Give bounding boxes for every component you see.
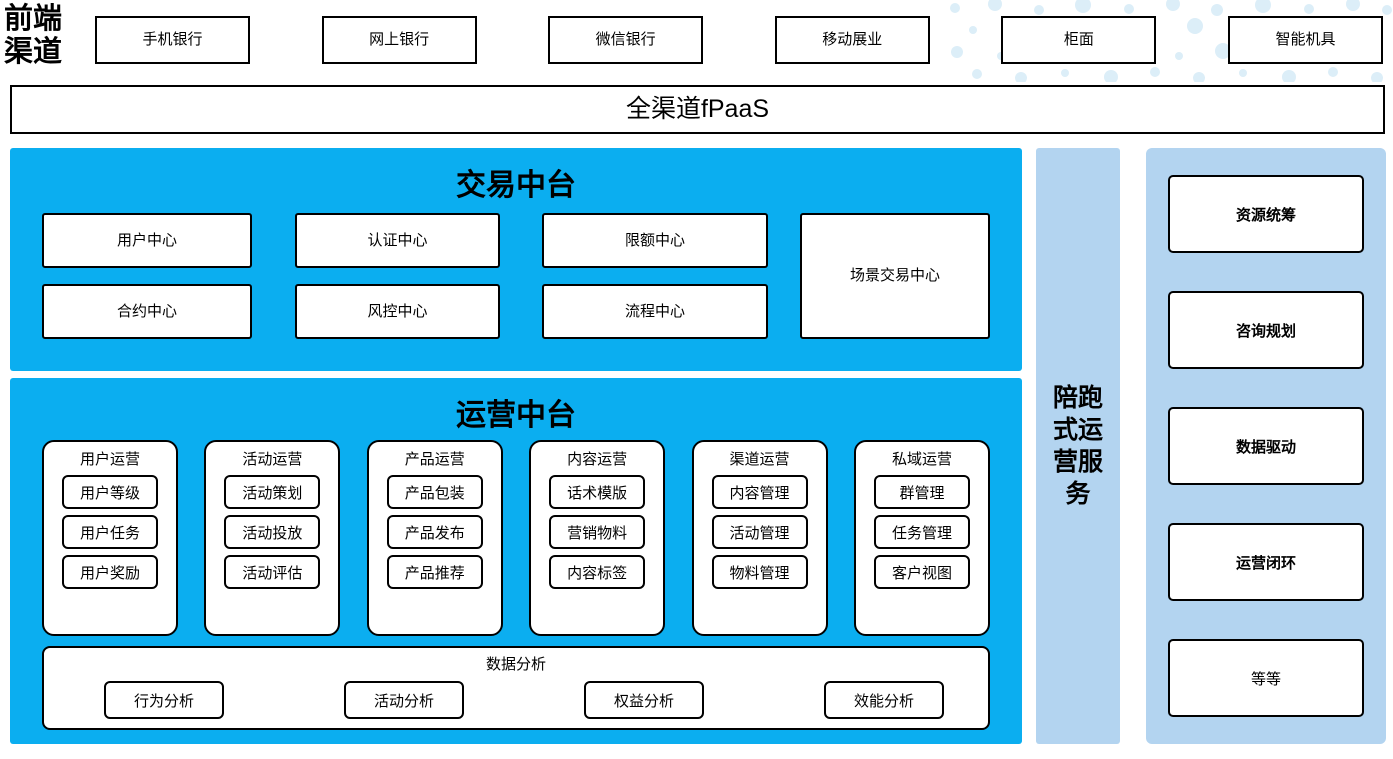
operation-column: 用户运营用户等级用户任务用户奖励 [42, 440, 178, 636]
omnichannel-fpaas-bar[interactable]: 全渠道fPaaS [10, 85, 1385, 134]
operation-column: 产品运营产品包装产品发布产品推荐 [366, 440, 503, 636]
channel-box[interactable]: 网上银行 [321, 16, 477, 64]
capability-card[interactable]: 数据驱动 [1168, 407, 1364, 485]
channel-box[interactable]: 移动展业 [774, 16, 930, 64]
data-analysis-title: 数据分析 [485, 656, 546, 673]
operation-item[interactable]: 内容管理 [711, 475, 808, 509]
channel-box[interactable]: 柜面 [1001, 16, 1157, 64]
transaction-center-box[interactable]: 流程中心 [542, 284, 768, 339]
operation-item[interactable]: 活动投放 [224, 515, 321, 549]
operation-item[interactable]: 话术模版 [549, 475, 646, 509]
operation-item[interactable]: 产品推荐 [386, 555, 483, 589]
capability-card[interactable]: 资源统筹 [1168, 175, 1364, 253]
operation-platform-title: 运营中台 [456, 399, 576, 432]
transaction-platform-panel: 交易中台 用户中心认证中心限额中心合约中心风控中心流程中心场景交易中心 [10, 148, 1022, 371]
operation-column-title: 内容运营 [567, 451, 628, 468]
operation-item[interactable]: 用户任务 [62, 515, 158, 549]
operation-column: 私域运营群管理任务管理客户视图 [853, 440, 990, 636]
transaction-center-box[interactable]: 风控中心 [295, 284, 500, 339]
operation-item[interactable]: 活动管理 [711, 515, 808, 549]
front-channel-label-line-2: 渠道 [4, 36, 63, 68]
transaction-center-box[interactable]: 合约中心 [42, 284, 252, 339]
operation-column: 渠道运营内容管理活动管理物料管理 [691, 440, 828, 636]
operation-column-title: 渠道运营 [729, 451, 790, 468]
data-analysis-item[interactable]: 效能分析 [824, 681, 944, 719]
operation-item[interactable]: 活动评估 [224, 555, 321, 589]
operation-item[interactable]: 客户视图 [873, 555, 970, 589]
data-analysis-strip: 数据分析 行为分析 活动分析 权益分析 效能分析 [42, 646, 990, 730]
operation-item[interactable]: 活动策划 [224, 475, 321, 509]
transaction-center-box[interactable]: 用户中心 [42, 213, 252, 268]
transaction-center-box[interactable]: 限额中心 [542, 213, 768, 268]
capability-column: 资源统筹咨询规划数据驱动运营闭环等等 [1146, 148, 1386, 744]
capability-card[interactable]: 咨询规划 [1168, 291, 1364, 369]
operation-column-title: 活动运营 [242, 451, 303, 468]
transaction-platform-title: 交易中台 [456, 169, 576, 202]
capability-card[interactable]: 运营闭环 [1168, 523, 1364, 601]
front-channel-label: 前端 渠道 [4, 2, 82, 70]
operation-column: 内容运营话术模版营销物料内容标签 [529, 440, 666, 636]
transaction-center-box[interactable]: 场景交易中心 [800, 213, 990, 339]
capability-card[interactable]: 等等 [1168, 639, 1364, 717]
front-channel-row: 手机银行 网上银行 微信银行 移动展业 柜面 智能机具 [95, 16, 1383, 64]
operation-column-group: 用户运营用户等级用户任务用户奖励活动运营活动策划活动投放活动评估产品运营产品包装… [42, 440, 990, 636]
operation-item[interactable]: 物料管理 [711, 555, 808, 589]
operation-column-title: 产品运营 [404, 451, 465, 468]
operation-item[interactable]: 任务管理 [873, 515, 970, 549]
data-analysis-item-group: 行为分析 活动分析 权益分析 效能分析 [104, 681, 944, 719]
operation-column-title: 私域运营 [891, 451, 952, 468]
data-analysis-item[interactable]: 行为分析 [104, 681, 224, 719]
operation-item[interactable]: 产品发布 [386, 515, 483, 549]
data-analysis-item[interactable]: 权益分析 [584, 681, 704, 719]
channel-box[interactable]: 手机银行 [95, 16, 250, 64]
operation-item[interactable]: 产品包装 [386, 475, 483, 509]
data-analysis-item[interactable]: 活动分析 [344, 681, 464, 719]
accompanying-operation-service-column: 陪跑式运营服务 [1036, 148, 1120, 744]
operation-item[interactable]: 营销物料 [549, 515, 646, 549]
operation-item[interactable]: 用户等级 [62, 475, 158, 509]
operation-platform-panel: 运营中台 用户运营用户等级用户任务用户奖励活动运营活动策划活动投放活动评估产品运… [10, 378, 1022, 744]
operation-column-title: 用户运营 [79, 451, 140, 468]
accompanying-operation-service-label: 陪跑式运营服务 [1052, 384, 1103, 508]
channel-box[interactable]: 微信银行 [548, 16, 704, 64]
front-channel-label-line-1: 前端 [4, 3, 63, 35]
operation-item[interactable]: 内容标签 [549, 555, 646, 589]
operation-item[interactable]: 群管理 [873, 475, 970, 509]
transaction-center-box[interactable]: 认证中心 [295, 213, 500, 268]
operation-column: 活动运营活动策划活动投放活动评估 [204, 440, 341, 636]
channel-box[interactable]: 智能机具 [1227, 16, 1383, 64]
operation-item[interactable]: 用户奖励 [62, 555, 158, 589]
